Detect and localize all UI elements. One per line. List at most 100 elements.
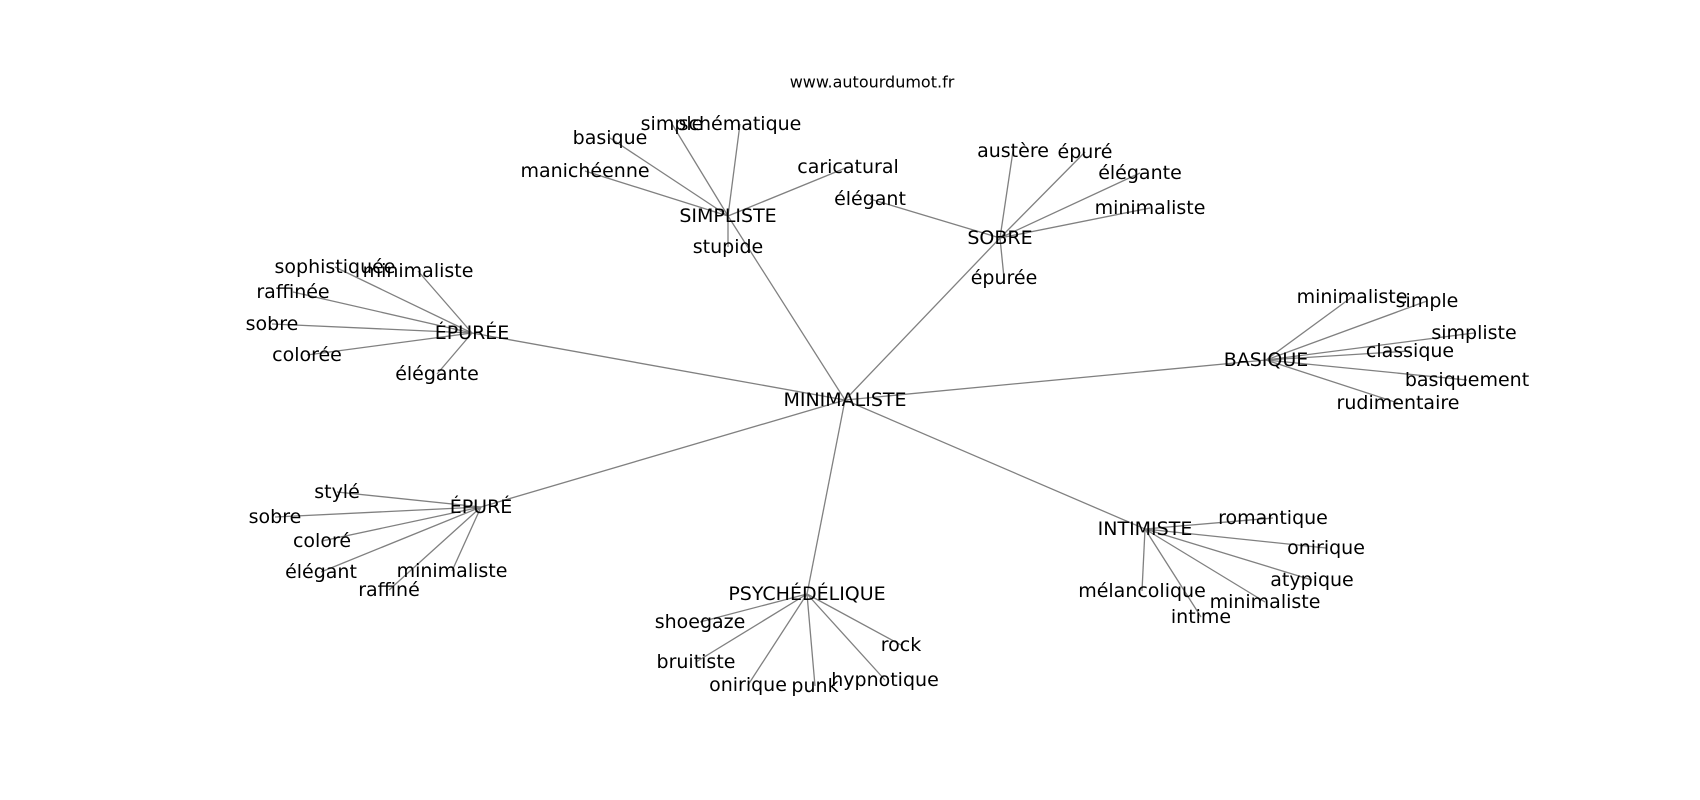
leaf-word: minimaliste: [1095, 197, 1206, 219]
edge-cluster-3-word-2: [1265, 332, 1475, 361]
edge-cluster-1-word-4: [869, 198, 1001, 239]
leaf-word: élégant: [285, 561, 357, 583]
leaf-word: raffinée: [256, 281, 329, 303]
leaf-word: mélancolique: [1078, 580, 1206, 602]
leaf-word: sobre: [246, 313, 299, 335]
leaf-word: caricatural: [797, 156, 899, 178]
edge-cluster-1-word-3: [999, 207, 1151, 239]
edge-center-0: [727, 215, 846, 401]
edge-cluster-0-word-3: [584, 170, 729, 217]
leaf-word: onirique: [1287, 537, 1365, 559]
hub-word: SIMPLISTE: [679, 205, 776, 227]
edge-cluster-1-word-0: [999, 150, 1014, 239]
edge-center-1: [844, 237, 1001, 401]
edge-cluster-0-word-1: [727, 123, 741, 217]
leaf-word: rock: [881, 634, 921, 656]
edge-cluster-2-word-0: [334, 266, 473, 334]
hub-word: SOBRE: [967, 227, 1032, 249]
edge-cluster-5-word-4: [806, 593, 886, 681]
center-word: MINIMALISTE: [783, 389, 906, 411]
hub-word: ÉPURÉ: [450, 495, 513, 518]
leaf-word: austère: [977, 140, 1049, 162]
edge-cluster-4-word-5: [388, 506, 482, 591]
edge-center-6: [844, 399, 1146, 530]
edge-cluster-5-word-3: [806, 593, 816, 687]
edge-cluster-6-word-5: [1141, 528, 1146, 592]
edge-cluster-5-word-2: [747, 593, 808, 686]
edge-center-3: [844, 359, 1267, 401]
edge-cluster-3-word-4: [1265, 359, 1468, 381]
labels-layer: MINIMALISTESIMPLISTEsimpleschématiquebas…: [246, 113, 1530, 697]
leaf-word: shoegaze: [655, 611, 746, 633]
edge-cluster-3-word-3: [1265, 350, 1411, 361]
leaf-word: sophistiquée: [274, 256, 395, 278]
leaf-word: bruitiste: [657, 651, 736, 673]
leaf-word: épuré: [1058, 141, 1113, 163]
leaf-word: simpliste: [1431, 322, 1516, 344]
leaf-word: minimaliste: [363, 260, 474, 282]
leaf-word: schématique: [679, 113, 802, 135]
leaf-word: élégante: [1098, 162, 1182, 184]
edge-cluster-6-word-4: [1144, 528, 1202, 618]
leaf-word: minimaliste: [1297, 286, 1408, 308]
edge-cluster-2-word-3: [271, 323, 473, 334]
hub-word: BASIQUE: [1224, 349, 1309, 371]
edge-cluster-4-word-1: [274, 506, 482, 518]
edge-center-2: [471, 332, 846, 401]
edge-cluster-0-word-2: [609, 137, 729, 217]
leaf-word: rudimentaire: [1337, 392, 1460, 414]
edge-center-4: [480, 399, 846, 508]
edge-cluster-4-word-3: [320, 506, 482, 573]
leaf-word: minimaliste: [397, 560, 508, 582]
leaf-word: hypnotique: [831, 669, 939, 691]
edge-cluster-1-word-5: [999, 237, 1005, 279]
edge-cluster-3-word-5: [1265, 359, 1399, 404]
edge-cluster-1-word-1: [999, 151, 1086, 239]
hub-word: PSYCHÉDÉLIQUE: [728, 582, 885, 605]
edge-cluster-6-word-2: [1144, 528, 1313, 581]
edge-cluster-5-word-0: [699, 593, 808, 623]
edge-cluster-1-word-2: [999, 172, 1141, 239]
edge-cluster-2-word-2: [292, 291, 473, 334]
edge-cluster-0-word-4: [727, 166, 849, 217]
leaf-word: minimaliste: [1210, 591, 1321, 613]
leaf-word: punk: [791, 675, 838, 697]
leaf-word: simple: [1396, 290, 1459, 312]
leaf-word: onirique: [709, 674, 787, 696]
site-credit: www.autourdumot.fr: [790, 73, 955, 92]
edge-cluster-6-word-3: [1144, 528, 1266, 603]
edge-center-5: [806, 399, 846, 595]
leaf-word: simple: [641, 113, 704, 135]
edge-cluster-5-word-5: [806, 593, 902, 646]
edge-cluster-3-word-1: [1265, 300, 1428, 361]
edge-cluster-5-word-1: [695, 593, 808, 663]
leaf-word: basiquement: [1405, 369, 1529, 391]
edge-cluster-4-word-4: [451, 506, 482, 572]
edge-cluster-2-word-4: [306, 332, 473, 356]
leaf-word: raffiné: [358, 579, 420, 601]
leaf-word: classique: [1366, 340, 1454, 362]
leaf-word: basique: [573, 127, 648, 149]
edge-cluster-6-word-1: [1144, 528, 1327, 549]
hub-word: ÉPURÉE: [435, 321, 510, 344]
edge-cluster-4-word-0: [336, 491, 482, 508]
leaf-word: colorée: [272, 344, 342, 366]
edges-layer: [271, 123, 1475, 687]
hub-word: INTIMISTE: [1098, 518, 1193, 540]
leaf-word: élégante: [395, 363, 479, 385]
leaf-word: stylé: [314, 481, 360, 503]
leaf-word: romantique: [1218, 507, 1328, 529]
leaf-word: élégant: [834, 188, 906, 210]
edge-cluster-6-word-0: [1144, 517, 1274, 530]
leaf-word: intime: [1171, 606, 1231, 628]
edge-cluster-3-word-0: [1265, 296, 1353, 361]
edge-cluster-2-word-1: [417, 270, 473, 334]
edge-cluster-4-word-2: [321, 506, 482, 542]
edge-cluster-2-word-5: [436, 332, 473, 375]
leaf-word: épurée: [971, 267, 1038, 289]
leaf-word: stupide: [693, 236, 763, 258]
leaf-word: coloré: [293, 530, 351, 552]
leaf-word: manichéenne: [520, 160, 649, 182]
